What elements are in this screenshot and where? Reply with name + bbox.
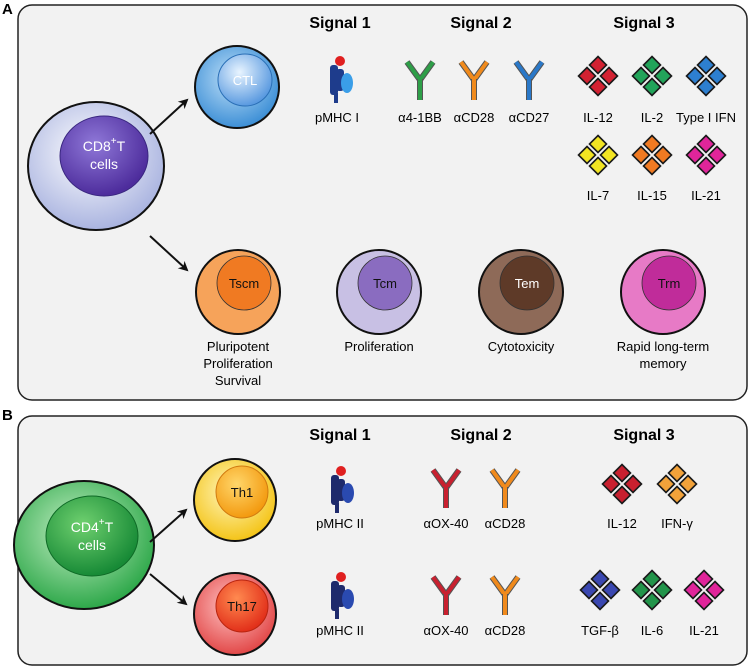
cd8-t-cell-label-line2: cells: [90, 156, 118, 172]
antibody-icon: [404, 60, 436, 100]
panel-a-letter: A: [2, 1, 13, 18]
antibody-label-acd28-th17: αCD28: [485, 623, 526, 638]
antibody-icon: [489, 468, 521, 508]
cytokine-label-il21: IL-21: [691, 188, 721, 203]
th17-cell-label: Th17: [227, 599, 257, 614]
cd8-t-cell-label: CD8+T: [83, 136, 126, 154]
tscm-cell: Tscm: [195, 249, 281, 335]
antibody-icon: [513, 60, 545, 100]
cytokine-label-il12: IL-12: [583, 110, 613, 125]
cytokine-icon: [685, 134, 727, 176]
antibody-label-a41bb: α4-1BB: [398, 110, 442, 125]
panel-b-signal3-header: Signal 3: [613, 427, 674, 444]
pmhc-i-icon: [330, 56, 353, 103]
arrow-to-memory: [149, 235, 189, 272]
cytokine-icon: [631, 55, 673, 97]
tcm-cell-label: Tcm: [373, 276, 397, 291]
tscm-caption-2: Proliferation: [203, 356, 272, 371]
cytokine-icon: [577, 134, 619, 176]
cytokine-label-il2: IL-2: [641, 110, 663, 125]
antibody-icon: [458, 60, 490, 100]
pmhc-i-label: pMHC I: [315, 110, 359, 125]
antibody-label-acd28: αCD28: [454, 110, 495, 125]
tscm-caption-1: Pluripotent: [207, 339, 270, 354]
panel-a-signal2-header: Signal 2: [450, 15, 511, 32]
panel-b-antibodies: [430, 468, 521, 615]
cytokine-label-il12-th1: IL-12: [607, 516, 637, 531]
tem-cell-label: Tem: [515, 276, 540, 291]
tem-cell: Tem: [478, 249, 564, 335]
tscm-cell-label: Tscm: [229, 276, 259, 291]
trm-caption-2: memory: [640, 356, 687, 371]
arrow-to-th1: [149, 508, 188, 543]
cytokine-label-tgfb: TGF-β: [581, 623, 619, 638]
cytokine-label-il15: IL-15: [637, 188, 667, 203]
antibody-icon: [489, 575, 521, 615]
arrow-to-ctl: [149, 98, 189, 135]
cytokine-icon: [631, 569, 673, 611]
trm-cell-label: Trm: [658, 276, 681, 291]
cytokine-icon: [685, 55, 727, 97]
antibody-icon: [430, 468, 462, 508]
panel-a-signal3-header: Signal 3: [613, 15, 674, 32]
panel-b-cytokines: [579, 463, 725, 611]
cd4-t-cell-label: CD4+T: [71, 517, 114, 535]
arrow-to-th17: [149, 573, 188, 606]
cytokine-icon: [579, 569, 621, 611]
pmhc-ii-icon: [331, 466, 354, 513]
cytokine-label-il7: IL-7: [587, 188, 609, 203]
tcm-cell: Tcm: [336, 249, 422, 335]
tscm-caption-3: Survival: [215, 373, 261, 388]
cytokine-label-ifng: IFN-γ: [661, 516, 693, 531]
panel-b-letter: B: [2, 407, 13, 424]
pmhc-ii-label-th17: pMHC II: [316, 623, 364, 638]
cd8-t-cell: CD8+T cells: [27, 101, 165, 231]
antibody-label-acd28-th1: αCD28: [485, 516, 526, 531]
cytokine-icon: [631, 134, 673, 176]
th17-cell: Th17: [193, 572, 277, 656]
cd4-t-cell-label-line2: cells: [78, 537, 106, 553]
panel-a-headers: Signal 1 Signal 2 Signal 3: [309, 15, 674, 32]
tem-caption: Cytotoxicity: [488, 339, 555, 354]
antibody-label-aox40-th17: αOX-40: [423, 623, 468, 638]
cytokine-icon: [577, 55, 619, 97]
panel-b-signal1-header: Signal 1: [309, 427, 370, 444]
memory-cells: Tscm Tcm Tem Trm: [195, 249, 706, 335]
pmhc-ii-icon: [331, 572, 354, 619]
trm-caption-1: Rapid long-term: [617, 339, 710, 354]
antibody-label-acd27: αCD27: [509, 110, 550, 125]
cytokine-label-il6: IL-6: [641, 623, 663, 638]
cytokine-icon: [683, 569, 725, 611]
cytokine-label-il21-th17: IL-21: [689, 623, 719, 638]
th1-cell: Th1: [193, 458, 277, 542]
cd4-t-cell: CD4+T cells: [13, 480, 155, 610]
pmhc-ii-label-th1: pMHC II: [316, 516, 364, 531]
antibody-label-aox40-th1: αOX-40: [423, 516, 468, 531]
tcm-caption: Proliferation: [344, 339, 413, 354]
panel-a-cytokines: [577, 55, 727, 176]
cytokine-label-type-i-ifn: Type I IFN: [676, 110, 736, 125]
panel-a-signal1-header: Signal 1: [309, 15, 370, 32]
ctl-cell: CTL: [194, 45, 280, 129]
ctl-cell-label: CTL: [233, 73, 258, 88]
th1-cell-label: Th1: [231, 485, 253, 500]
panel-a-antibodies: [404, 60, 545, 100]
trm-cell: Trm: [620, 249, 706, 335]
panel-b-signal2-header: Signal 2: [450, 427, 511, 444]
panel-b-headers: Signal 1 Signal 2 Signal 3: [309, 427, 674, 444]
cytokine-icon: [656, 463, 698, 505]
antibody-icon: [430, 575, 462, 615]
cytokine-icon: [601, 463, 643, 505]
